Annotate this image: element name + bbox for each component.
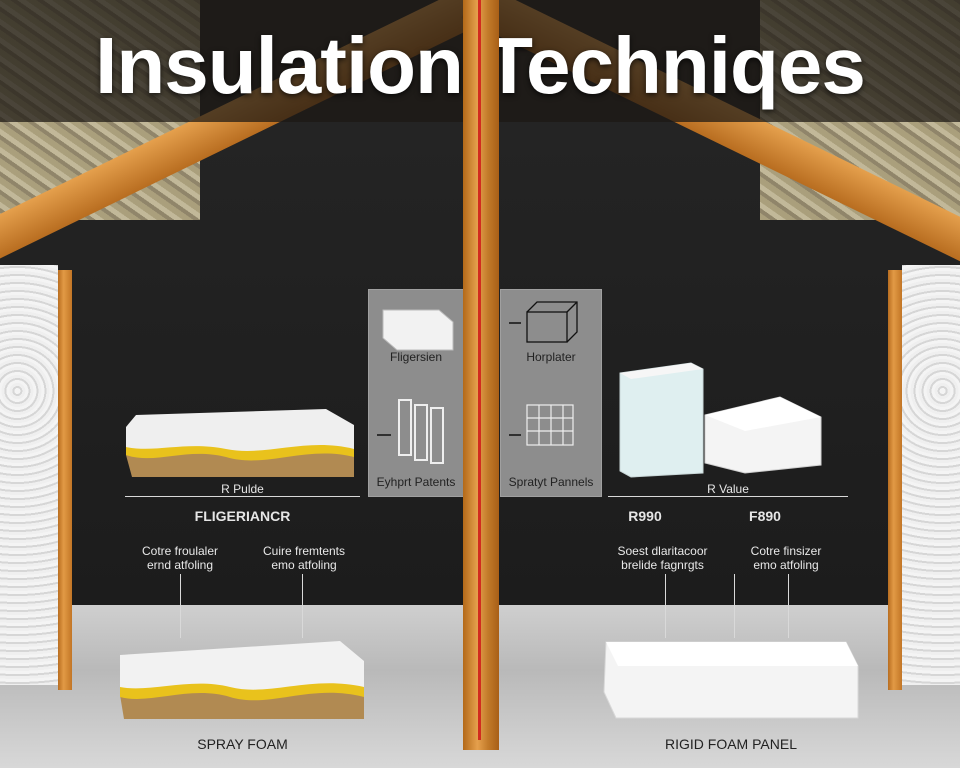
panel-left: Fligersien Eyhprt Patents [368, 289, 464, 497]
left-callout-1: Cotre froulaler ernd atfoling [141, 544, 219, 572]
right-value-1: R990 [628, 508, 662, 524]
stud-right [888, 270, 902, 690]
block-icon [382, 309, 454, 351]
wall-insulation-right [902, 265, 960, 685]
panel-right: Horplater Spratyt Pannels [500, 289, 602, 497]
panel-right-illustrations [509, 301, 578, 446]
box-icon [526, 301, 578, 343]
center-divider-line [478, 0, 481, 740]
panel-left-top-label: Fligersien [389, 350, 443, 364]
left-section-name: FLIGERIANCR [194, 508, 291, 524]
callout-line [788, 574, 789, 638]
spray-foam-label: SPRAY FOAM [197, 736, 288, 752]
callout-line [180, 574, 181, 638]
fiberglass-batts-icon [398, 399, 444, 464]
left-r-value-label: R Pulde [221, 482, 264, 496]
panel-right-top-label: Horplater [526, 350, 576, 364]
rigid-foam-label: RIGID FOAM PANEL [665, 736, 797, 752]
rigid-panel-illustration [619, 362, 822, 478]
foam-layer-svg [126, 409, 354, 477]
right-value-2: F890 [749, 508, 781, 524]
right-callout-2: Cotre finsizer emo atfoling [750, 544, 822, 572]
left-callout-2: Cuire fremtents emo atfoling [262, 544, 346, 572]
right-callout-1: Soest dlaritacoor brelide fagnrgts [617, 544, 708, 572]
rigid-foam-panel-sample [603, 641, 859, 719]
center-stud [463, 0, 499, 750]
panel-right-bottom-label: Spratyt Pannels [508, 475, 594, 489]
callout-line [302, 574, 303, 638]
callout-line [665, 574, 666, 638]
panel-left-bottom-label: Eyhprt Patents [376, 475, 456, 489]
foam-layer-svg [120, 641, 364, 719]
stud-left [58, 270, 72, 690]
callout-line [734, 574, 735, 638]
wall-insulation-left [0, 265, 58, 685]
panel-left-illustrations [377, 309, 454, 464]
spray-foam-sample-top [126, 405, 356, 477]
spray-foam-sample-bottom [120, 635, 365, 719]
r-value-rule-right [608, 496, 848, 497]
grid-cube-icon [526, 404, 574, 446]
right-r-value-label: R Value [707, 482, 749, 496]
r-value-rule-left [125, 496, 360, 497]
